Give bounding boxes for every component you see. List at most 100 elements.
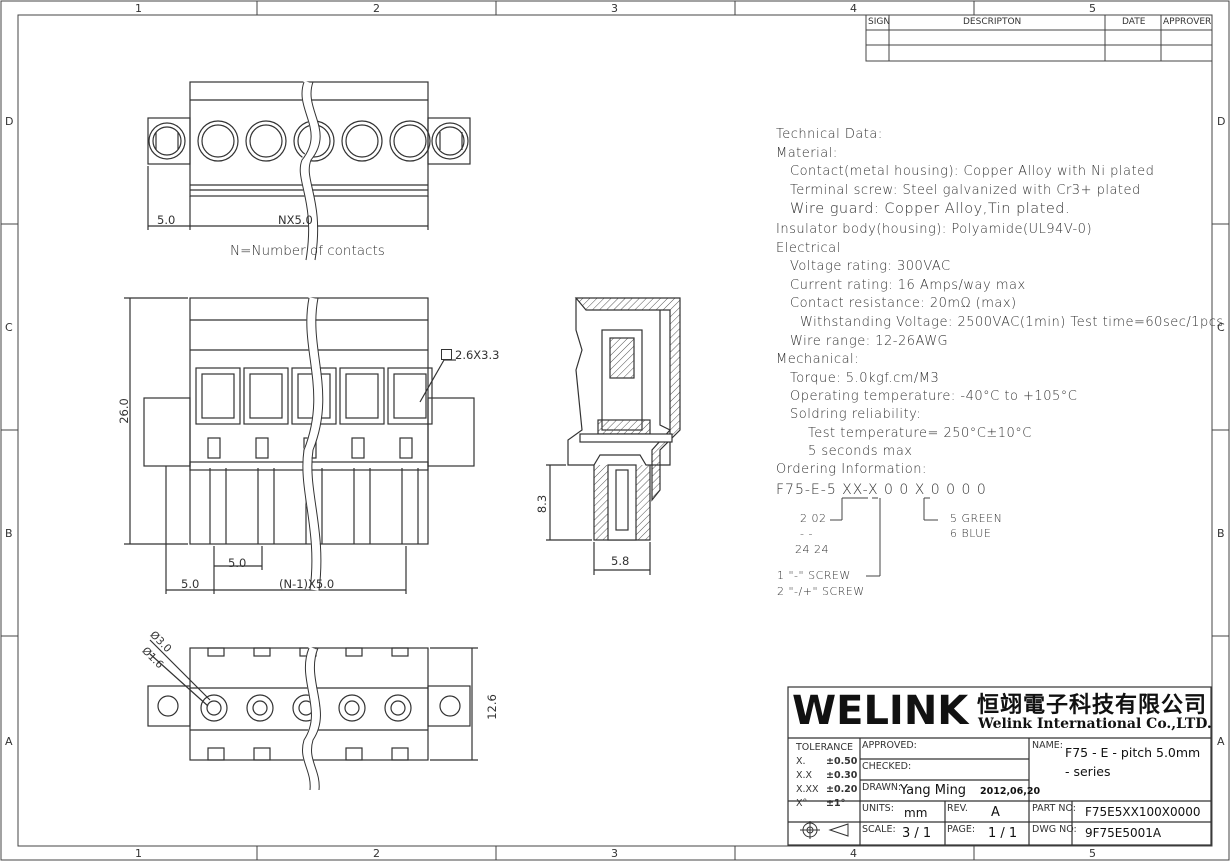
tol-xx-key: X.X [796,770,813,781]
front-view-drawing [124,297,475,594]
dim-section-height: 8.3 [535,494,550,514]
title-block-frame [787,686,1212,846]
drawn-by: Yang Ming [900,783,967,798]
page-value: 1 / 1 [988,826,1018,841]
tol-xxx-key: X.XX [796,784,819,795]
dwg-no-label: DWG NO: [1032,824,1077,835]
tech-line: Terminal screw: Steel galvanized with Cr… [790,183,1141,198]
grid-col-2: 2 [373,2,380,15]
projection-symbol-icon [800,821,849,839]
grid-col-4: 4 [850,2,857,15]
dim-left-offset: 5.0 [181,577,200,591]
tech-line: Current rating: 16 Amps/way max [790,278,1026,293]
tech-line: Wire guard: Copper Alloy,Tin plated. [790,201,1071,217]
scale-value: 3 / 1 [902,826,932,841]
dwg-no-value: 9F75E5001A [1085,826,1162,840]
tech-line: Insulator body(housing): Polyamide(UL94V… [776,222,1093,237]
section-view-drawing [546,297,681,575]
grid-row-a: A [5,735,13,748]
tech-line: Contact resistance: 20mΩ (max) [790,296,1017,311]
company-name-cn: 恒翊電子科技有限公司 [977,692,1208,718]
tech-line: Torque: 5.0kgf.cm/M3 [790,371,940,386]
tol-xx-val: ±0.30 [826,770,858,781]
tol-x-val: ±0.50 [826,756,858,767]
grid-col-1: 1 [135,2,142,15]
dim-side-height: 26.0 [116,398,131,424]
page-label: PAGE: [947,824,976,835]
tech-line: Voltage rating: 300VAC [790,259,951,274]
ordering-leaders [830,497,938,577]
ordering-screw-1: 1 "-" SCREW [777,569,851,582]
name-line-1: F75 - E - pitch 5.0mm [1065,745,1201,760]
tech-line: Test temperature= 250°C±10°C [808,426,1032,441]
grid-row-d: D [5,115,14,128]
grid-row-a-right: A [1217,735,1225,748]
grid-row-c-right: C [1217,321,1225,334]
company-name-en: Welink International Co.,LTD. [978,716,1212,732]
tolerance-label: TOLERANCE [796,742,854,753]
part-no-label: PART NO: [1032,803,1076,814]
ordering-contacts-c: 24 24 [795,543,829,556]
dim-bottom-height: 12.6 [484,694,499,720]
top-view-drawing [147,80,471,261]
grid-col-1-bottom: 1 [135,847,142,860]
grid-col-5-bottom: 5 [1089,847,1096,860]
grid-col-3: 3 [611,2,618,15]
rev-date-header: DATE [1122,17,1146,27]
tech-line: Electrical [776,241,841,256]
rev-label: REV. [947,803,968,814]
grid-col-3-bottom: 3 [611,847,618,860]
bottom-view-drawing [147,639,478,790]
ordering-screw-2: 2 "-/+" SCREW [777,585,865,598]
tol-xxx-val: ±0.20 [826,784,858,795]
grid-row-d-right: D [1217,115,1226,128]
dim-section-width: 5.8 [611,554,630,568]
dim-top-span: NX5.0 [278,213,313,227]
tech-line: Material: [776,146,838,161]
tech-line: Contact(metal housing): Copper Alloy wit… [790,164,1155,179]
tol-angle-key: X° [796,798,808,809]
ordering-color-green: 5 GREEN [950,512,1003,525]
tol-angle-val: ±1° [826,798,846,809]
dim-top-left: 5.0 [157,213,176,227]
units-value: mm [904,806,928,820]
tech-line: Withstanding Voltage: 2500VAC(1min) Test… [800,315,1224,330]
name-line-2: - series [1065,764,1111,779]
tech-line: Wire range: 12-26AWG [790,334,949,349]
drawn-date: 2012,06,20 [980,786,1041,797]
tol-x-key: X. [796,756,806,767]
checked-label: CHECKED: [862,761,912,772]
scale-label: SCALE: [862,824,896,835]
rev-approver-header: APPROVER [1163,17,1212,27]
grid-row-b: B [5,527,13,540]
approved-label: APPROVED: [862,740,917,751]
rev-description-header: DESCRIPTON [963,17,1022,27]
grid-col-4-bottom: 4 [850,847,857,860]
ordering-contacts-a: 2 02 [800,512,827,525]
units-label: UNITS: [862,803,894,814]
grid-col-2-bottom: 2 [373,847,380,860]
dim-pitch: 5.0 [228,556,247,570]
tech-line: Mechanical: [776,352,860,367]
tech-line: Ordering Information: [776,462,927,477]
grid-row-c: C [5,321,13,334]
ordering-color-blue: 6 BLUE [950,527,992,540]
tech-line: Soldring reliability: [790,407,922,422]
grid-row-b-right: B [1217,527,1225,540]
tech-line: Operating temperature: -40°C to +105°C [790,389,1078,404]
dim-span: (N-1)X5.0 [279,577,335,591]
rev-value: A [991,805,1000,820]
rev-sign-header: SIGN [868,17,891,27]
ordering-contacts-b: - - [800,527,813,540]
name-label: NAME: [1032,740,1064,751]
drawn-label: DRAWN: [862,782,902,793]
square-icon [441,349,452,360]
hole-size-text: 2.6X3.3 [455,348,500,362]
grid-col-5: 5 [1089,2,1096,15]
part-no-value: F75E5XX100X0000 [1085,805,1201,819]
dim-hole-size: 2.6X3.3 [441,348,499,362]
ordering-code: F75-E-5 XX-X 0 0 X 0 0 0 0 [776,482,987,498]
welink-logo: WELINK [792,688,969,734]
